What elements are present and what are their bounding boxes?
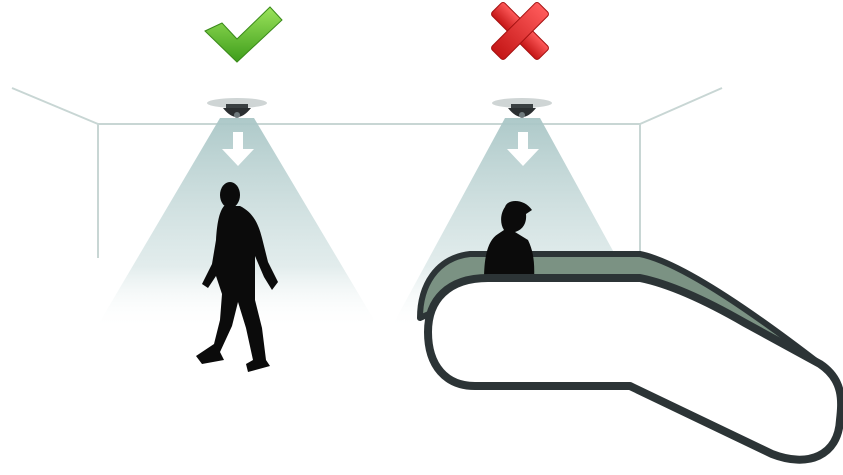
checkmark-icon: [205, 7, 282, 62]
right-camera-icon: [492, 98, 552, 118]
cross-icon: [473, 0, 566, 78]
escalator-handrail: [428, 278, 841, 460]
room-walls: [12, 88, 722, 258]
left-camera-icon: [207, 98, 267, 118]
